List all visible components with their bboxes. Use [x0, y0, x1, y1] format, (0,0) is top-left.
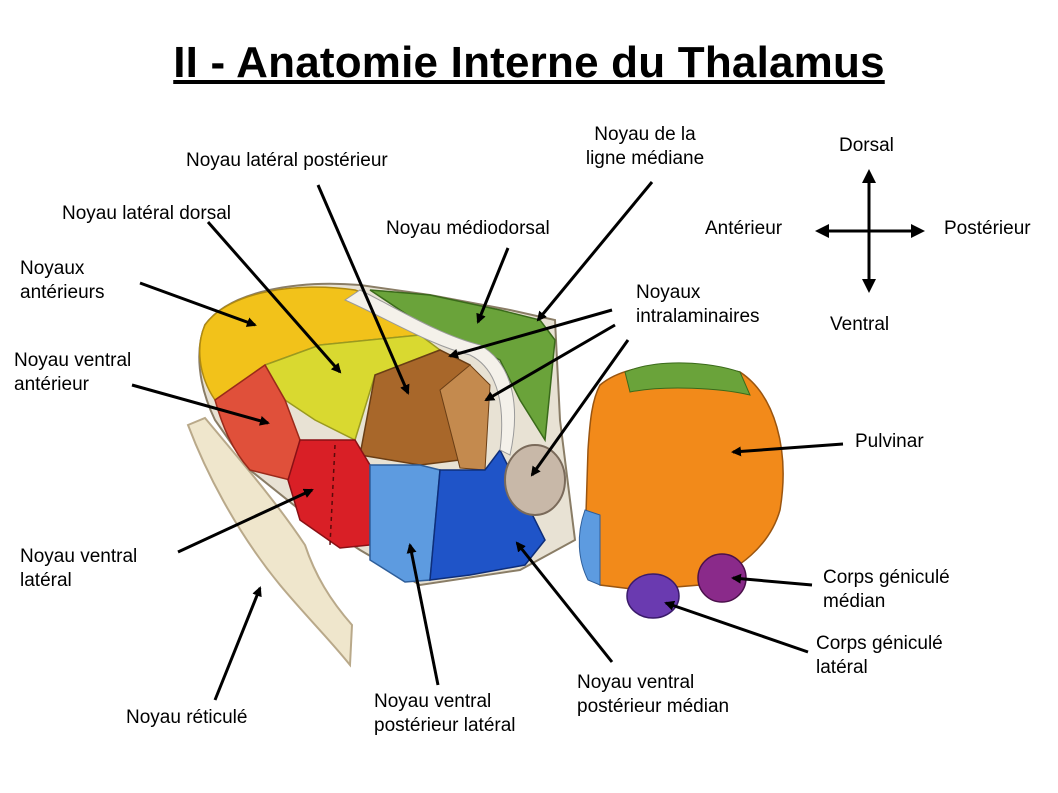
label-vpm: Noyau ventral postérieur médian	[577, 672, 730, 717]
arrow-reticular	[213, 586, 262, 701]
internal-lamina	[343, 289, 515, 456]
pulvinar-green-cap	[624, 362, 751, 396]
arrow-intralaminar-1	[448, 308, 613, 359]
label-ventral: Ventral	[830, 314, 890, 335]
arrow-vpl	[406, 543, 440, 686]
vpl-region	[369, 464, 441, 583]
label-pulvinar: Pulvinar	[855, 431, 924, 452]
orientation-cross	[815, 169, 925, 293]
arrow-lateral-posterior	[316, 184, 410, 395]
label-mediodorsal: Noyau médiodorsal	[386, 218, 550, 239]
ventral-lateral-region	[287, 439, 371, 549]
label-anterior: Antérieur	[705, 218, 783, 239]
arrow-intralaminar-3	[530, 339, 630, 477]
arrow-ventral-anterior	[131, 383, 270, 426]
arrow-lateral-geniculate	[664, 600, 809, 654]
reticular-nucleus	[186, 416, 354, 668]
arrow-vpm	[515, 541, 614, 663]
label-vpl: Noyau ventral postérieur latéral	[374, 691, 516, 736]
label-posterior: Postérieur	[944, 218, 1031, 239]
arrow-intralaminar-2	[484, 323, 616, 402]
label-ventral-lateral: Noyau ventral latéral	[20, 546, 138, 591]
arrow-mediodorsal	[476, 247, 510, 324]
lateral-posterior-inner	[439, 364, 491, 471]
label-lateral-dorsal: Noyau latéral dorsal	[62, 203, 231, 224]
label-medial-geniculate: Corps géniculé médian	[823, 567, 950, 612]
label-reticular: Noyau réticulé	[126, 707, 248, 728]
ventral-anterior-region	[214, 363, 301, 481]
vl-division-line	[329, 444, 336, 546]
arrow-midline	[536, 181, 654, 322]
label-intralaminar: Noyaux intralaminaires	[636, 282, 760, 327]
arrow-pulvinar	[731, 442, 844, 457]
pointer-arrows	[131, 181, 844, 701]
arrow-ventral-lateral	[177, 488, 314, 554]
label-lateral-posterior: Noyau latéral postérieur	[186, 150, 388, 171]
midline-nucleus	[504, 444, 566, 516]
label-ventral-anterior: Noyau ventral antérieur	[14, 350, 132, 395]
label-anterior-nuclei: Noyaux antérieurs	[20, 258, 105, 303]
arrow-medial-geniculate	[731, 573, 813, 587]
lateral-geniculate-body	[626, 573, 680, 619]
label-midline: Noyau de la ligne médiane	[585, 124, 705, 169]
pulvinar-blue-part	[578, 509, 601, 586]
arrow-anterior-nuclei	[139, 281, 257, 327]
arrow-lateral-dorsal	[206, 221, 342, 374]
page-title: II - Anatomie Interne du Thalamus	[173, 38, 885, 87]
pulvinar-region	[584, 364, 784, 591]
label-lateral-geniculate: Corps géniculé latéral	[816, 633, 943, 678]
label-dorsal: Dorsal	[839, 135, 894, 156]
